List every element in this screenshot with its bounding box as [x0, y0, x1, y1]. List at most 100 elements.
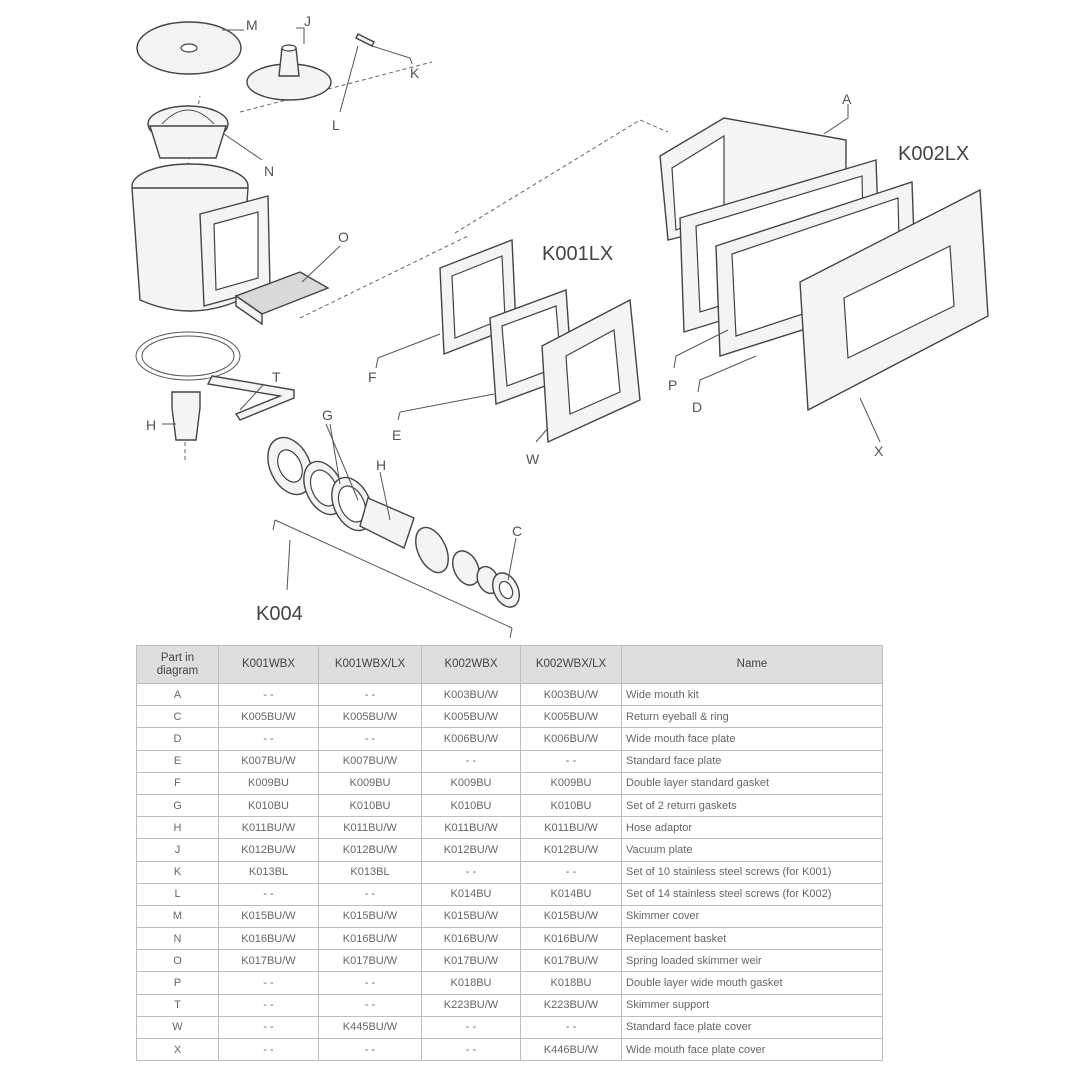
cell-part: G [136, 793, 219, 818]
cell-k002wbx: K012BU/W [421, 838, 521, 862]
cell-part: A [136, 682, 219, 707]
cell-k001wbx: - - [218, 1037, 319, 1062]
cell-k002wbx-lx: K012BU/W [520, 838, 622, 862]
cell-k002wbx: K014BU [421, 882, 521, 906]
cell-k002wbx: K006BU/W [421, 727, 521, 751]
label-l: L [332, 117, 340, 133]
cell-k001wbx-lx: - - [318, 1037, 422, 1062]
cell-k002wbx: - - [421, 749, 521, 773]
kit-label-k002lx: K002LX [898, 143, 969, 165]
skimmer-weir-part [234, 271, 330, 326]
cell-part: H [136, 816, 219, 840]
cell-name: Return eyeball & ring [621, 705, 883, 729]
label-h-left: H [146, 417, 156, 433]
cell-k001wbx: K009BU [218, 771, 319, 795]
cell-k002wbx: K010BU [421, 793, 521, 818]
cell-name: Skimmer support [621, 993, 883, 1017]
cell-name: Double layer wide mouth gasket [621, 971, 883, 995]
cell-k001wbx-lx: - - [318, 682, 422, 707]
label-h-return: H [376, 457, 386, 473]
cell-k002wbx-lx: - - [520, 749, 622, 773]
label-f: F [368, 369, 377, 385]
label-e: E [392, 427, 401, 443]
cell-name: Hose adaptor [621, 816, 883, 840]
cell-k001wbx-lx: K016BU/W [318, 927, 422, 951]
label-j: J [304, 13, 311, 29]
cell-k001wbx-lx: K011BU/W [318, 816, 422, 840]
cell-k001wbx-lx: - - [318, 882, 422, 906]
cell-k001wbx-lx: K017BU/W [318, 949, 422, 973]
cell-k002wbx-lx: K003BU/W [520, 682, 622, 707]
cell-name: Wide mouth face plate cover [621, 1037, 883, 1062]
label-w: W [526, 451, 540, 467]
cell-k001wbx: K016BU/W [218, 927, 319, 951]
cell-k002wbx-lx: K014BU [520, 882, 622, 906]
header-part-in-diagram: Part in diagram [136, 645, 219, 684]
cell-k001wbx-lx: K007BU/W [318, 749, 422, 773]
cell-k002wbx: K018BU [421, 971, 521, 995]
vacuum-plate-part [246, 44, 332, 101]
cell-k002wbx-lx: K017BU/W [520, 949, 622, 973]
kit-label-k004: K004 [256, 603, 303, 625]
cell-name: Set of 2 return gaskets [621, 793, 883, 818]
cell-name: Double layer standard gasket [621, 771, 883, 795]
cell-k001wbx: K017BU/W [218, 949, 319, 973]
skimmer-cover-part [136, 21, 242, 75]
header-k002wbx: K002WBX [421, 645, 521, 684]
cell-k001wbx-lx: K013BL [318, 860, 422, 884]
label-g: G [322, 407, 333, 423]
hose-adaptor-part-left [171, 391, 201, 441]
cell-k001wbx: K013BL [218, 860, 319, 884]
cell-k002wbx: - - [421, 1037, 521, 1062]
header-k001wbx-lx: K001WBX/LX [318, 645, 422, 684]
cell-part: C [136, 705, 219, 729]
label-t: T [272, 369, 281, 385]
cell-k001wbx-lx: K445BU/W [318, 1015, 422, 1040]
header-name: Name [621, 645, 883, 684]
cell-k001wbx-lx: K010BU [318, 793, 422, 818]
cell-part: T [136, 993, 219, 1017]
cell-part: E [136, 749, 219, 773]
cell-name: Skimmer cover [621, 904, 883, 929]
cell-k002wbx-lx: K016BU/W [520, 927, 622, 951]
cell-k002wbx: K016BU/W [421, 927, 521, 951]
standard-face-plate-cover-part [541, 298, 641, 444]
cell-name: Wide mouth face plate [621, 727, 883, 751]
cell-k001wbx: - - [218, 882, 319, 906]
cell-k002wbx: K003BU/W [421, 682, 521, 707]
cell-k002wbx-lx: K006BU/W [520, 727, 622, 751]
cell-k002wbx-lx: - - [520, 1015, 622, 1040]
label-c: C [512, 523, 522, 539]
label-k: K [410, 65, 420, 81]
cell-part: N [136, 927, 219, 951]
cell-k002wbx-lx: K446BU/W [520, 1037, 622, 1062]
cell-k002wbx: K017BU/W [421, 949, 521, 973]
cell-k002wbx-lx: K010BU [520, 793, 622, 818]
cell-k001wbx: K010BU [218, 793, 319, 818]
label-a: A [842, 91, 852, 107]
cell-k001wbx: - - [218, 993, 319, 1017]
header-k002wbx-lx: K002WBX/LX [520, 645, 622, 684]
cell-part: D [136, 727, 219, 751]
cell-name: Standard face plate [621, 749, 883, 773]
screw-part [355, 33, 375, 47]
skimmer-support-part [135, 331, 295, 421]
cell-k002wbx-lx: K223BU/W [520, 993, 622, 1017]
cell-k002wbx-lx: - - [520, 860, 622, 884]
cell-k002wbx-lx: K005BU/W [520, 705, 622, 729]
label-d: D [692, 399, 702, 415]
